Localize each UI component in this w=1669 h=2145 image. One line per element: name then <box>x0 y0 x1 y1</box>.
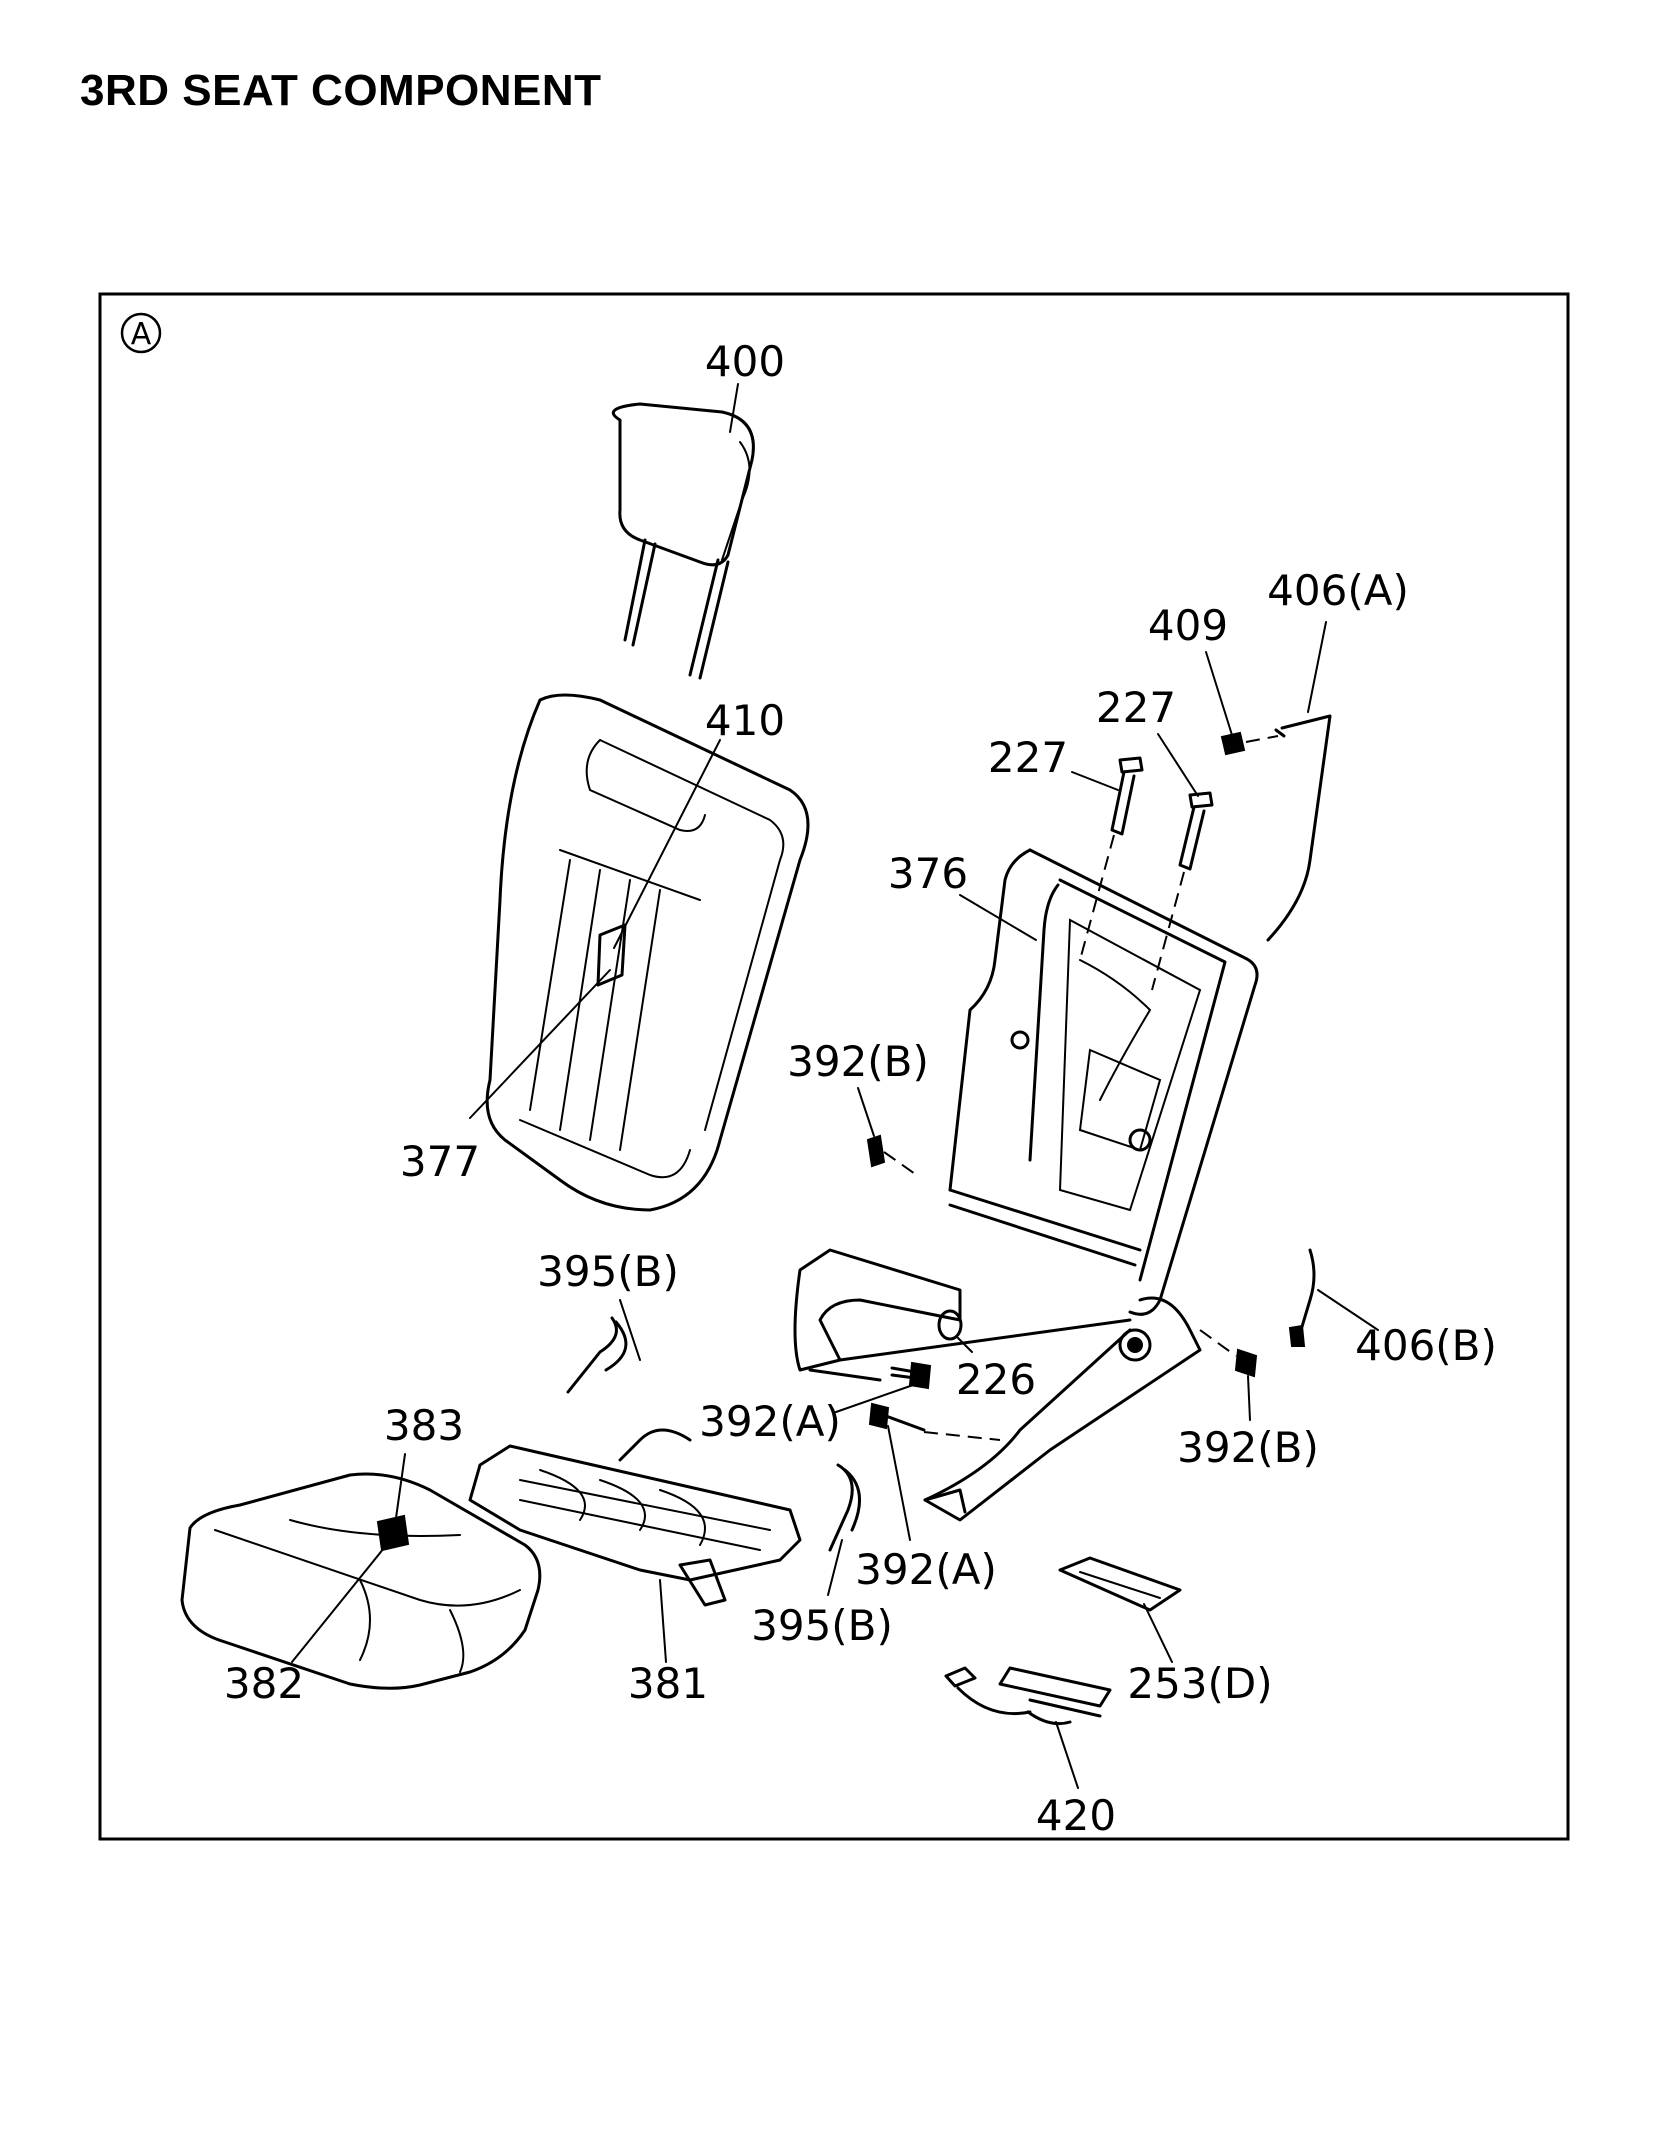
leader-392a2 <box>887 1425 911 1541</box>
callout-395b1: 395(B) <box>537 1247 679 1296</box>
spring-395b-upper <box>566 1316 628 1394</box>
callout-410: 410 <box>705 696 785 745</box>
leader-406a <box>1307 621 1327 713</box>
leader-409 <box>1205 651 1233 736</box>
seat-back-frame-376 <box>948 848 1259 1316</box>
callout-227b: 227 <box>1096 683 1176 732</box>
leader-381 <box>659 1579 667 1663</box>
callout-226: 226 <box>956 1355 1036 1404</box>
bolt-392a-upper <box>890 1361 932 1390</box>
seat-frame-base <box>793 1248 1202 1522</box>
leader-227b <box>1157 733 1199 797</box>
callout-376: 376 <box>888 849 968 898</box>
leader-420 <box>1055 1721 1079 1789</box>
guide-pins-227 <box>1079 756 1214 991</box>
leader-392b1 <box>857 1087 875 1137</box>
bolt-392b-upper <box>866 1134 919 1177</box>
clip-409 <box>1220 731 1246 756</box>
callout-377: 377 <box>400 1137 480 1186</box>
view-marker: A <box>120 312 162 354</box>
leader-253d <box>1143 1603 1173 1663</box>
leader-395b1 <box>619 1299 641 1361</box>
leader-377 <box>469 969 611 1119</box>
leader-383 <box>395 1453 406 1519</box>
strap-420 <box>944 1666 1112 1726</box>
seat-pan-381 <box>468 1428 802 1607</box>
rod-406a <box>1245 714 1332 942</box>
seat-back-cover <box>485 693 810 1212</box>
callout-395b2: 395(B) <box>751 1601 893 1650</box>
callout-400: 400 <box>705 337 785 386</box>
callout-227a: 227 <box>988 733 1068 782</box>
spring-395b-lower <box>828 1463 862 1552</box>
callout-392a2: 392(A) <box>855 1545 997 1594</box>
leader-400 <box>729 383 739 433</box>
callout-406b: 406(B) <box>1355 1321 1497 1370</box>
callout-392b2: 392(B) <box>1177 1423 1319 1472</box>
leader-392b2 <box>1247 1375 1251 1421</box>
callout-381: 381 <box>628 1659 708 1708</box>
callout-409: 409 <box>1148 601 1228 650</box>
part-253d <box>1058 1556 1182 1612</box>
leader-226 <box>957 1337 973 1353</box>
callout-383: 383 <box>384 1401 464 1450</box>
leader-376 <box>959 894 1037 941</box>
diagram-frame <box>98 292 1570 1841</box>
page-title: 3RD SEAT COMPONENT <box>80 66 602 115</box>
leader-392a1 <box>835 1383 917 1413</box>
callout-392b1: 392(B) <box>787 1037 929 1086</box>
svg-text:A: A <box>131 317 152 352</box>
callout-406a: 406(A) <box>1267 566 1409 615</box>
seat-cushion-382 <box>180 1472 542 1690</box>
bolt-392a-lower <box>868 1402 1001 1441</box>
leader-395b2 <box>827 1539 843 1596</box>
callout-382: 382 <box>224 1659 304 1708</box>
headrest-400 <box>611 402 755 680</box>
ring-226 <box>937 1309 963 1341</box>
callout-392a1: 392(A) <box>699 1397 841 1446</box>
rod-406b <box>1288 1248 1316 1347</box>
leader-406b <box>1317 1289 1379 1331</box>
callout-253d: 253(D) <box>1127 1659 1272 1708</box>
callout-420: 420 <box>1036 1791 1116 1840</box>
leader-410 <box>613 739 721 949</box>
leader-227a <box>1071 771 1119 791</box>
bolt-392b-right <box>1199 1329 1258 1378</box>
leader-382 <box>291 1547 385 1663</box>
